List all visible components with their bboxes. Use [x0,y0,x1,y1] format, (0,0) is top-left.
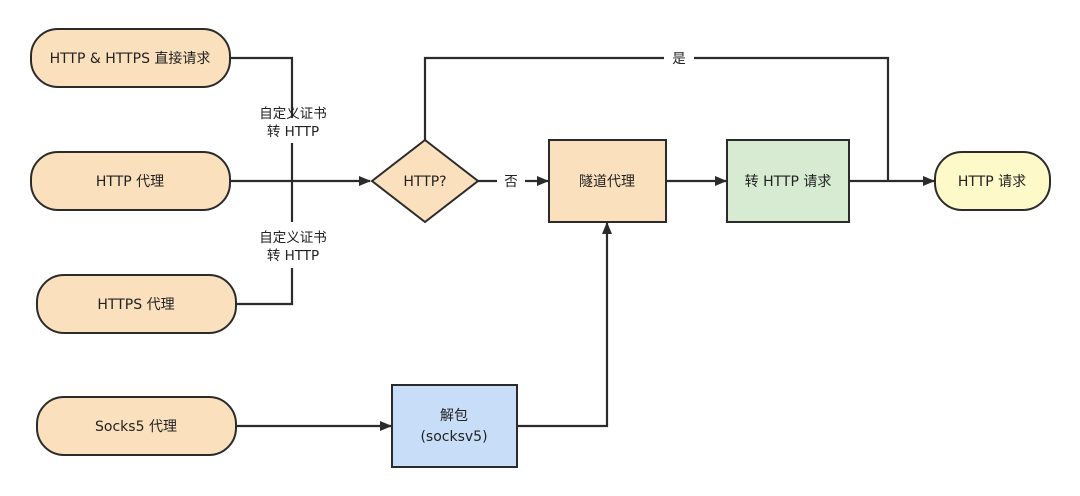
node-https-proxy-label: HTTPS 代理 [97,297,174,313]
edge-label-custom-cert-top-line1: 自定义证书 [259,106,327,122]
node-https-proxy: HTTPS 代理 [36,274,237,334]
edge-https-to-merge [236,268,294,306]
node-http-request-label: HTTP 请求 [958,174,1026,190]
edge-decision-yes-loop-2 [694,56,890,181]
edge-direct-to-merge [230,56,294,118]
edge-decision-yes-loop [423,56,664,140]
node-tunnel-proxy-label: 隧道代理 [579,174,635,190]
node-decision-http: HTTP? [370,138,480,224]
node-http-https-direct-label: HTTP & HTTPS 直接请求 [50,50,211,67]
node-convert-http: 转 HTTP 请求 [726,139,850,223]
node-http-proxy: HTTP 代理 [30,151,231,211]
edge-label-custom-cert-top-line2: 转 HTTP [267,124,319,140]
node-convert-http-label: 转 HTTP 请求 [745,174,832,190]
node-tunnel-proxy: 隧道代理 [548,139,667,223]
node-http-proxy-label: HTTP 代理 [96,174,164,190]
edge-label-no: 否 [504,174,518,190]
node-unpack-socksv5: 解包 (socksv5) [391,384,518,468]
edge-label-yes: 是 [672,51,686,67]
node-socks5-proxy: Socks5 代理 [36,396,237,456]
node-http-https-direct: HTTP & HTTPS 直接请求 [30,28,231,88]
node-unpack-label-line2: (socksv5) [420,429,487,445]
edge-label-custom-cert-bottom-line1: 自定义证书 [259,230,327,246]
edge-unpack-to-tunnel [517,222,612,428]
edge-label-custom-cert-bottom-line2: 转 HTTP [267,248,319,264]
node-socks5-proxy-label: Socks5 代理 [95,419,177,435]
node-http-request: HTTP 请求 [934,151,1051,211]
node-unpack-label-line1: 解包 [440,408,468,424]
node-decision-label: HTTP? [403,174,446,190]
